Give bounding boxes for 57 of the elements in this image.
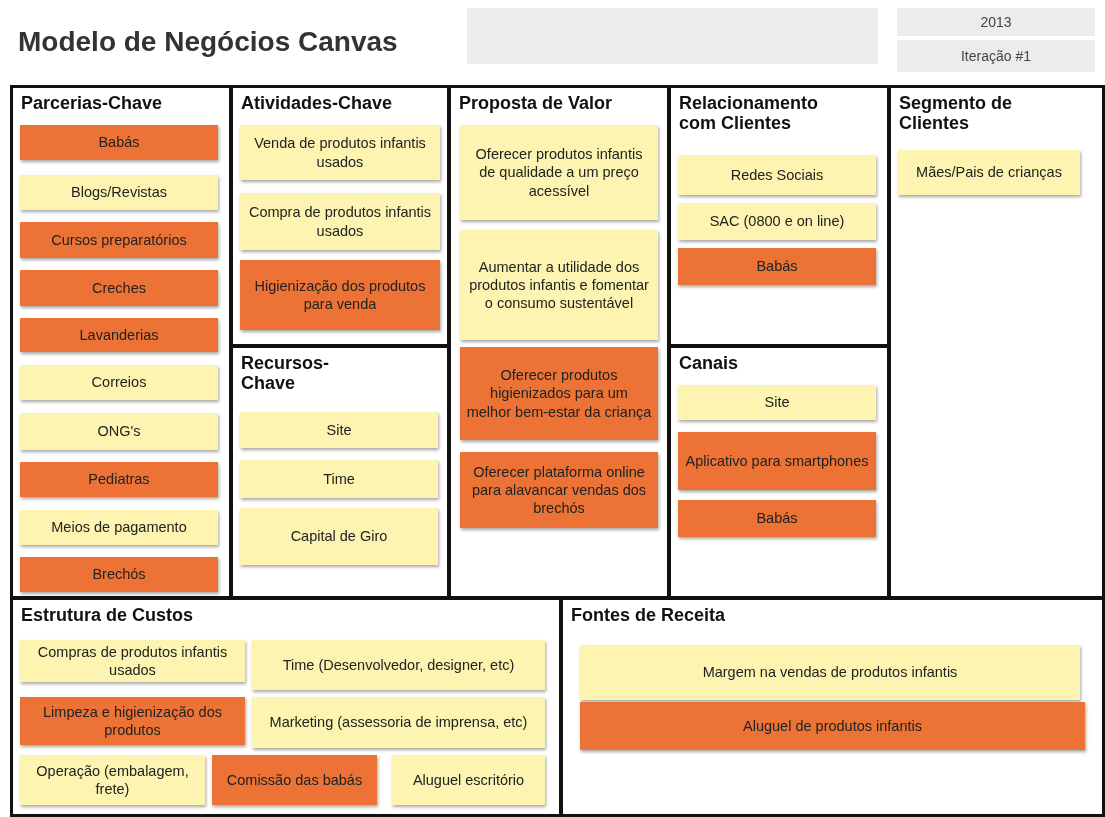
sticky-note: Oferecer produtos higienizados para um melhor bem-estar da criança — [460, 347, 658, 440]
sticky-note: Redes Sociais — [678, 155, 876, 195]
canvas-section — [888, 85, 1105, 599]
sticky-note: Time (Desenvolvedor, designer, etc) — [252, 640, 545, 690]
sticky-note: Site — [240, 412, 438, 448]
sticky-note: Compra de produtos infantis usados — [240, 193, 440, 250]
sticky-note: Time — [240, 460, 438, 498]
page-title: Modelo de Negócios Canvas — [18, 26, 398, 58]
sticky-note: Limpeza e higienização dos produtos — [20, 697, 245, 745]
section-heading: Relacionamento com Clientes — [679, 94, 820, 134]
section-heading: Estrutura de Custos — [21, 606, 194, 626]
sticky-note: Aplicativo para smartphones — [678, 432, 876, 490]
sticky-note: Marketing (assessoria de imprensa, etc) — [252, 697, 545, 748]
sticky-note: Compras de produtos infantis usados — [20, 640, 245, 682]
sticky-note: Babás — [20, 125, 218, 160]
section-heading: Recursos-Chave — [241, 354, 331, 394]
sticky-note: Comissão das babás — [212, 755, 377, 805]
section-heading: Segmento de Clientes — [899, 94, 1014, 134]
sticky-note: Oferecer plataforma online para alavancar vendas dos brechós — [460, 452, 658, 528]
sticky-note: SAC (0800 e on line) — [678, 203, 876, 240]
canvas-section — [10, 85, 232, 599]
section-heading: Canais — [679, 354, 739, 374]
sticky-note: Aluguel de produtos infantis — [580, 702, 1085, 750]
canvas-section — [230, 85, 450, 347]
sticky-note: Oferecer produtos infantis de qualidade a um preço acessível — [460, 125, 658, 220]
sticky-note: Aluguel escritório — [392, 755, 545, 805]
sticky-note: Lavanderias — [20, 318, 218, 352]
sticky-note: Pediatras — [20, 462, 218, 497]
sticky-note: Babás — [678, 500, 876, 537]
sticky-note: Mães/Pais de crianças — [898, 150, 1080, 195]
section-heading: Proposta de Valor — [459, 94, 613, 114]
canvas-section — [230, 345, 450, 599]
sticky-note: Aumentar a utilidade dos produtos infantis e fomentar o consumo sustentável — [460, 230, 658, 340]
sticky-note: Babás — [678, 248, 876, 285]
section-heading: Atividades-Chave — [241, 94, 393, 114]
sticky-note: Margem na vendas de produtos infantis — [580, 645, 1080, 700]
sticky-note: ONG's — [20, 413, 218, 450]
canvas-section — [668, 85, 890, 347]
sticky-note: Creches — [20, 270, 218, 306]
section-heading: Fontes de Receita — [571, 606, 726, 626]
header-field: Iteração #1 — [897, 40, 1095, 72]
canvas-section — [560, 597, 1105, 817]
canvas-section — [668, 345, 890, 599]
section-heading: Parcerias-Chave — [21, 94, 163, 114]
sticky-note: Cursos preparatórios — [20, 222, 218, 258]
sticky-note: Blogs/Revistas — [20, 175, 218, 210]
canvas-section — [10, 597, 562, 817]
sticky-note: Capital de Giro — [240, 508, 438, 565]
sticky-note: Operação (embalagem, frete) — [20, 755, 205, 805]
sticky-note: Higienização dos produtos para venda — [240, 260, 440, 330]
header-field: 2013 — [897, 8, 1095, 36]
sticky-note: Correios — [20, 365, 218, 400]
canvas-section — [448, 85, 670, 599]
sticky-note: Venda de produtos infantis usados — [240, 125, 440, 180]
sticky-note: Brechós — [20, 557, 218, 592]
sticky-note: Meios de pagamento — [20, 510, 218, 545]
sticky-note: Site — [678, 385, 876, 420]
